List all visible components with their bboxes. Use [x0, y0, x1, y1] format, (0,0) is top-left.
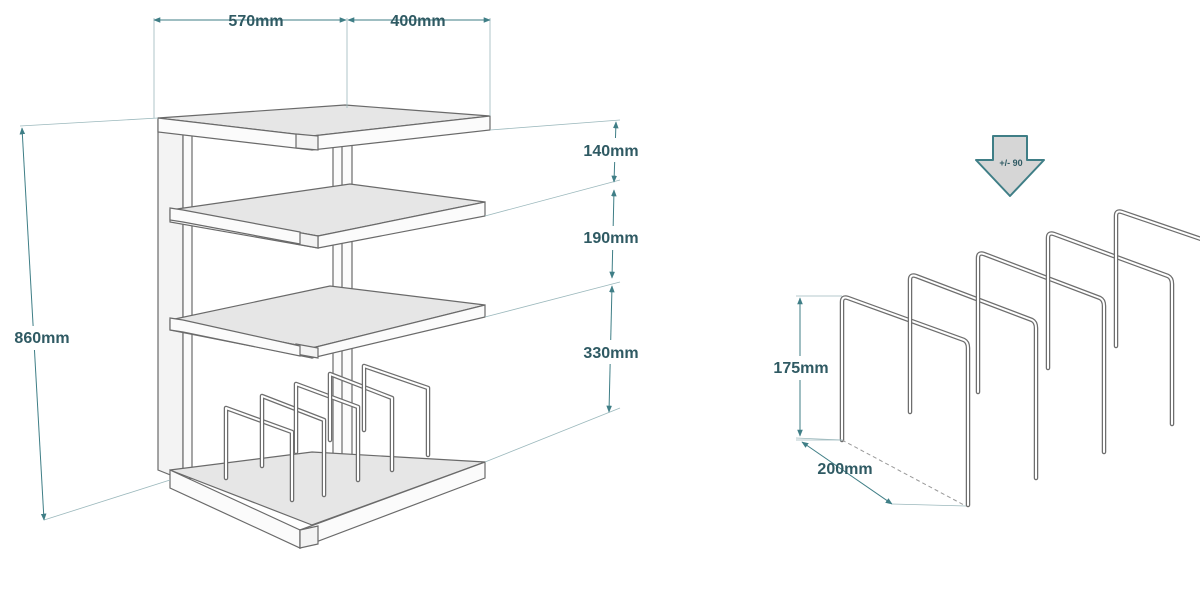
gap-top-label: 140mm: [583, 143, 638, 160]
gap-middle-label: 190mm: [583, 230, 638, 247]
shelf-top: [157, 104, 491, 151]
side-frame: [157, 119, 193, 481]
base-plate: [169, 451, 486, 549]
orientation-arrow: +/- 90: [975, 135, 1045, 197]
depth-label: 400mm: [390, 13, 445, 30]
dimension-shelf-gaps: 140mm 190mm 330mm: [484, 119, 646, 463]
orientation-badge: +/- 90: [999, 158, 1022, 168]
dimension-height: 860mm: [5, 117, 171, 521]
inner-record-dividers: [223, 363, 431, 503]
shelf-unit-drawing: [157, 104, 491, 549]
divider-depth-label: 200mm: [817, 461, 872, 478]
record-divider-drawing: [839, 209, 1200, 508]
shelf-bottom: [169, 285, 486, 359]
dimension-width: 570mm 400mm: [153, 13, 491, 118]
gap-bottom-label: 330mm: [583, 345, 638, 362]
frame-arms: [169, 207, 301, 357]
divider-height-dimension: 175mm: [764, 295, 843, 441]
width-label: 570mm: [228, 13, 283, 30]
divider-height-label: 175mm: [773, 360, 828, 377]
height-label: 860mm: [14, 330, 69, 347]
divider-depth-dimension: 200mm: [796, 439, 967, 507]
